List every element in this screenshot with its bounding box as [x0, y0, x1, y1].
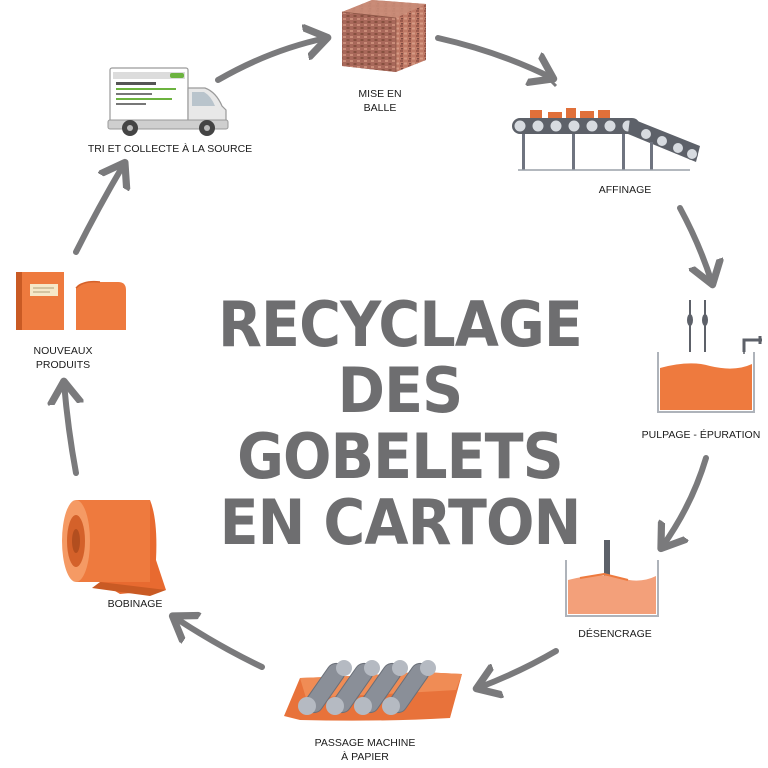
step-label-passage-machine: PASSAGE MACHINE À PAPIER: [300, 736, 430, 764]
arrow-produits-to-truck: [73, 164, 124, 255]
paper-roll-icon: [62, 500, 166, 596]
step-label-line: AFFINAGE: [598, 184, 652, 196]
bale-icon: [341, 0, 426, 72]
step-label-nouveaux-produits: NOUVEAUX PRODUITS: [8, 344, 118, 372]
truck-icon: [107, 67, 229, 136]
step-label-line: PULPAGE - ÉPURATION: [641, 429, 761, 441]
step-label-bobinage: BOBINAGE: [80, 597, 190, 611]
step-label-line: BALLE: [363, 102, 397, 114]
step-label-line: BOBINAGE: [107, 598, 163, 610]
step-label-line: À PAPIER: [341, 751, 389, 763]
step-label-line: MISE EN: [358, 88, 402, 100]
step-label-desencrage: DÉSENCRAGE: [560, 627, 670, 641]
arrow-bale-to-affinage: [435, 35, 552, 78]
step-label-line: PASSAGE MACHINE: [314, 737, 416, 749]
pulper-tank-icon: [657, 300, 762, 413]
arrow-pulpage-to-desencrage: [662, 455, 709, 547]
step-label-affinage: AFFINAGE: [570, 183, 680, 197]
arrow-machine-to-bobinage: [174, 617, 265, 670]
title-line-2: DES GOBELETS: [237, 354, 564, 493]
deinking-tank-icon: [565, 540, 659, 617]
diagram-title: RECYCLAGE DES GOBELETS EN CARTON: [150, 292, 650, 556]
notebook-products-icon: [16, 272, 126, 330]
conveyor-icon: [512, 76, 700, 171]
arrow-bobinage-to-produits: [64, 383, 76, 476]
paper-machine-icon: [284, 660, 462, 721]
step-label-line: NOUVEAUX: [33, 345, 93, 357]
title-line-1: RECYCLAGE: [218, 288, 583, 361]
step-label-mise-en-balle: MISE EN BALLE: [335, 87, 425, 115]
arrow-truck-to-bale: [215, 38, 326, 83]
step-label-pulpage-epuration: PULPAGE - ÉPURATION: [636, 428, 766, 442]
arrow-affinage-to-pulpage: [677, 205, 712, 283]
step-label-line: TRI ET COLLECTE À LA SOURCE: [87, 143, 253, 155]
step-label-line: DÉSENCRAGE: [578, 628, 652, 640]
arrow-desencrage-to-machine: [478, 648, 559, 688]
cycle-arrows: [64, 38, 712, 688]
step-label-tri-collecte: TRI ET COLLECTE À LA SOURCE: [80, 142, 260, 156]
step-label-line: PRODUITS: [35, 359, 91, 371]
title-line-3: EN CARTON: [219, 486, 582, 559]
